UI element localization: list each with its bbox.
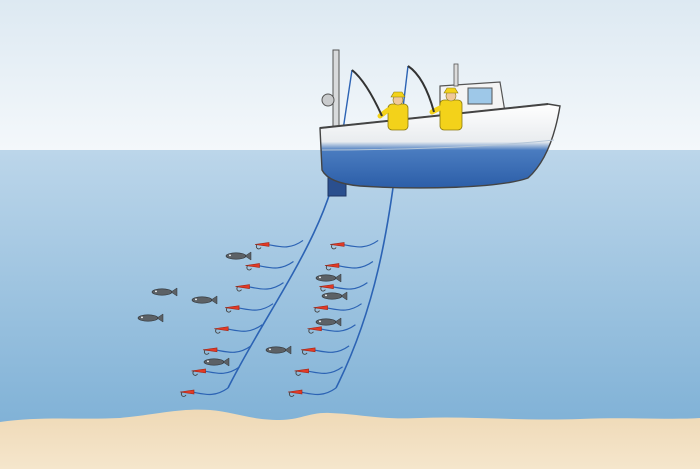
fisherman-right bbox=[429, 87, 463, 131]
red-lure bbox=[324, 263, 340, 268]
fish bbox=[225, 251, 252, 261]
hook bbox=[256, 244, 262, 250]
red-lure bbox=[319, 284, 334, 289]
hook bbox=[320, 286, 326, 292]
red-lure bbox=[254, 242, 270, 247]
hook bbox=[204, 349, 210, 355]
fish-school bbox=[137, 251, 348, 367]
snood-line bbox=[203, 366, 240, 375]
hook bbox=[215, 328, 221, 334]
fish bbox=[315, 273, 342, 283]
fish bbox=[137, 313, 164, 323]
gunwale bbox=[319, 103, 549, 129]
snood-line bbox=[214, 345, 252, 353]
red-lure bbox=[245, 263, 260, 268]
fish bbox=[203, 357, 230, 367]
red-lure bbox=[214, 326, 229, 332]
hook bbox=[331, 244, 337, 250]
snood-line bbox=[247, 282, 284, 290]
hook bbox=[181, 391, 187, 397]
sea-water bbox=[0, 150, 700, 430]
red-lure bbox=[294, 368, 309, 374]
snood-line bbox=[236, 303, 274, 311]
hull bbox=[319, 103, 561, 189]
fishing-boat bbox=[319, 49, 561, 197]
fish bbox=[315, 317, 342, 327]
fish bbox=[321, 291, 348, 301]
snood-line bbox=[331, 282, 368, 290]
snood-line bbox=[342, 239, 379, 248]
snood-line bbox=[336, 261, 374, 269]
hook bbox=[226, 307, 232, 313]
snood-line bbox=[319, 324, 356, 332]
hook bbox=[314, 307, 320, 313]
red-lure bbox=[179, 389, 195, 395]
snood-line bbox=[266, 239, 304, 248]
snood-line bbox=[306, 366, 343, 375]
snood-line bbox=[325, 303, 362, 311]
snood-line bbox=[191, 387, 229, 396]
snood-line bbox=[312, 345, 350, 353]
hook bbox=[192, 370, 198, 376]
red-lure bbox=[202, 347, 218, 353]
hull-stripe bbox=[321, 139, 555, 151]
snood-line bbox=[257, 261, 294, 269]
red-lure bbox=[287, 389, 303, 395]
red-lure bbox=[307, 326, 322, 332]
mast bbox=[332, 49, 340, 133]
snood-line bbox=[299, 387, 337, 396]
red-lure bbox=[191, 368, 206, 374]
seabed bbox=[0, 409, 700, 469]
red-lure bbox=[301, 347, 316, 353]
fishing-rod-right bbox=[407, 65, 435, 113]
hook bbox=[295, 370, 301, 376]
hook bbox=[302, 349, 308, 355]
wheelhouse-window bbox=[467, 87, 493, 105]
red-lure bbox=[235, 284, 250, 289]
fish bbox=[191, 295, 218, 305]
hook bbox=[236, 286, 242, 292]
fishing-rod-left bbox=[351, 69, 383, 117]
hook bbox=[246, 265, 252, 271]
red-lure bbox=[225, 305, 240, 311]
fishing-lines bbox=[179, 65, 409, 397]
winch bbox=[321, 93, 335, 107]
fish bbox=[151, 287, 178, 297]
red-lure bbox=[313, 305, 328, 311]
hook bbox=[325, 265, 332, 271]
hook bbox=[308, 328, 314, 334]
hook bbox=[289, 391, 295, 397]
fish bbox=[265, 345, 292, 355]
wheelhouse-roof bbox=[453, 63, 459, 87]
red-lure bbox=[330, 242, 345, 247]
snood-line bbox=[226, 324, 263, 332]
